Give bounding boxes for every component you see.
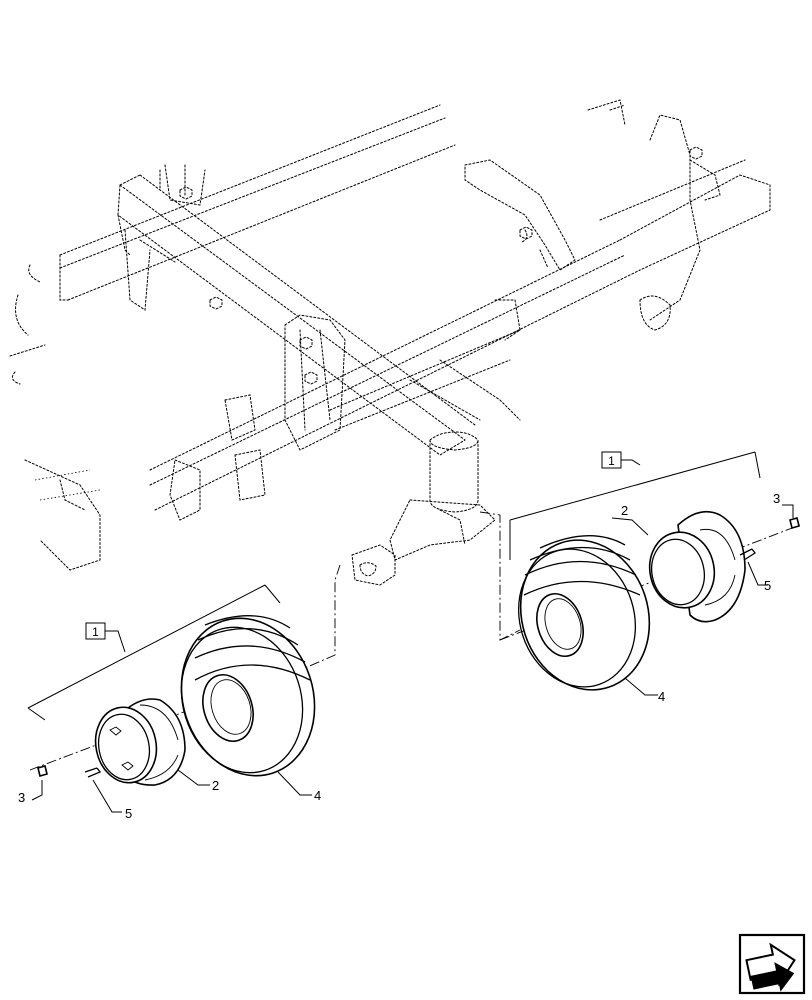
right-wheel-bolt (789, 517, 800, 529)
callout-5-right: 5 (764, 578, 771, 593)
callout-2-left: 2 (212, 778, 219, 793)
callout-3-left: 3 (18, 790, 25, 805)
callout-1-right: 1 (608, 454, 615, 468)
right-assembly-bracket (509, 451, 761, 560)
next-page-arrow-icon[interactable] (738, 933, 806, 996)
callout-1-left: 1 (92, 625, 99, 639)
callout-4-right: 4 (658, 689, 665, 704)
callout-4-left: 4 (314, 788, 321, 803)
right-valve-stem (739, 548, 756, 561)
left-tire (180, 615, 316, 777)
implement-frame (9, 99, 771, 586)
callout-box-left: 1 (85, 622, 126, 653)
callout-2-right: 2 (621, 503, 628, 518)
callout-3-right: 3 (773, 491, 780, 506)
left-wheel-assembly (27, 584, 316, 813)
right-rim (648, 510, 746, 623)
left-rim (94, 698, 186, 786)
callout-box-right: 1 (601, 451, 641, 469)
callout-5-left: 5 (125, 806, 132, 821)
left-assembly-bracket (27, 584, 281, 721)
right-tire (517, 535, 651, 691)
right-wheel-assembly (509, 451, 800, 696)
left-valve-stem (84, 767, 102, 778)
left-wheel-bolt (37, 765, 48, 777)
